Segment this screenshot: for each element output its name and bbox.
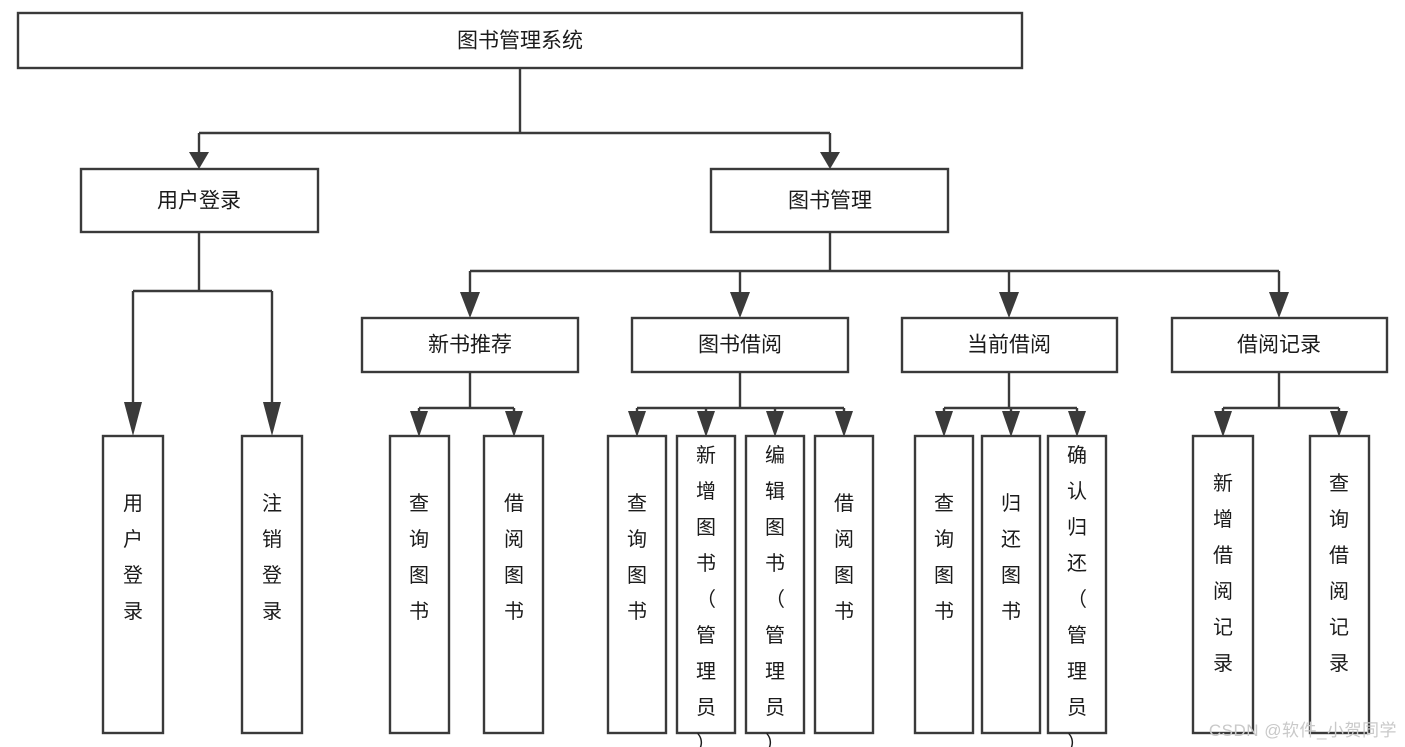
- node-leaf-return-book-label: 归还图书: [1001, 492, 1021, 623]
- node-leaf-confirm-return-admin[interactable]: 确认归还（管理员）: [1046, 434, 1108, 747]
- node-current-borrow-box[interactable]: [900, 316, 1119, 374]
- node-current-borrow[interactable]: 当前借阅: [900, 316, 1119, 374]
- arrow-head-leaf-borrow-book-1: [505, 411, 523, 437]
- edges-layer: [124, 68, 1348, 437]
- node-leaf-borrow-book-2[interactable]: 借阅图书: [813, 434, 875, 735]
- node-leaf-borrow-book-2-label: 借阅图书: [834, 492, 854, 623]
- arrow-head-current-borrow: [999, 292, 1019, 318]
- node-book-borrow[interactable]: 图书借阅: [630, 316, 850, 374]
- node-leaf-add-borrow-record-label: 新增借阅记录: [1213, 472, 1233, 675]
- node-leaf-query-borrow-record-box[interactable]: [1308, 434, 1371, 735]
- node-root-box[interactable]: [16, 11, 1024, 70]
- node-user-login[interactable]: 用户登录: [79, 167, 320, 234]
- node-root-label: 图书管理系统: [457, 30, 583, 53]
- arrow-head-leaf-query-book-1: [410, 411, 428, 437]
- node-leaf-query-book-2-box[interactable]: [606, 434, 668, 735]
- node-leaf-return-book-box[interactable]: [980, 434, 1042, 735]
- node-leaf-edit-book-admin-label: 编辑图书（管理员）: [765, 444, 785, 747]
- arrow-head-user-login: [189, 152, 209, 169]
- node-leaf-add-borrow-record-box[interactable]: [1191, 434, 1255, 735]
- arrow-head-new-book-recommend: [460, 292, 480, 318]
- arrow-head-borrow-record: [1269, 292, 1289, 318]
- arrow-head-leaf-add-borrow-record: [1214, 411, 1232, 437]
- node-root[interactable]: 图书管理系统: [16, 11, 1024, 70]
- node-borrow-record-box[interactable]: [1170, 316, 1389, 374]
- arrow-head-leaf-confirm-return-admin: [1068, 411, 1086, 437]
- node-leaf-logout-login-box[interactable]: [240, 434, 304, 735]
- arrow-head-leaf-query-book-2: [628, 411, 646, 437]
- node-leaf-query-book-1-box[interactable]: [388, 434, 451, 735]
- node-leaf-query-borrow-record-label: 查询借阅记录: [1329, 472, 1349, 675]
- arrow-head-leaf-return-book: [1002, 411, 1020, 437]
- node-leaf-query-book-3-box[interactable]: [913, 434, 975, 735]
- node-leaf-query-book-2-label: 查询图书: [627, 492, 647, 623]
- node-leaf-user-login-box[interactable]: [101, 434, 165, 735]
- node-leaf-add-borrow-record[interactable]: 新增借阅记录: [1191, 434, 1255, 735]
- node-leaf-add-book-admin[interactable]: 新增图书（管理员）: [675, 434, 737, 747]
- node-new-book-recommend-label: 新书推荐: [428, 334, 512, 357]
- node-leaf-user-login[interactable]: 用户登录: [101, 434, 165, 735]
- arrow-head-leaf-user-login: [124, 402, 142, 436]
- node-book-management[interactable]: 图书管理: [709, 167, 950, 234]
- arrow-head-leaf-add-book-admin: [697, 411, 715, 437]
- node-leaf-user-login-label: 用户登录: [123, 493, 143, 623]
- node-leaf-borrow-book-1-box[interactable]: [482, 434, 545, 735]
- node-book-borrow-label: 图书借阅: [698, 334, 782, 357]
- arrow-head-leaf-query-borrow-record: [1330, 411, 1348, 437]
- node-book-borrow-box[interactable]: [630, 316, 850, 374]
- node-leaf-query-book-1-label: 查询图书: [409, 492, 429, 623]
- node-leaf-query-borrow-record[interactable]: 查询借阅记录: [1308, 434, 1371, 735]
- arrow-head-leaf-logout-login: [263, 402, 281, 436]
- node-leaf-borrow-book-2-box[interactable]: [813, 434, 875, 735]
- node-leaf-query-book-1[interactable]: 查询图书: [388, 434, 451, 735]
- node-new-book-recommend-box[interactable]: [360, 316, 580, 374]
- node-leaf-borrow-book-1[interactable]: 借阅图书: [482, 434, 545, 735]
- node-user-login-box[interactable]: [79, 167, 320, 234]
- node-leaf-query-book-3-label: 查询图书: [934, 492, 954, 623]
- node-current-borrow-label: 当前借阅: [967, 334, 1051, 357]
- arrow-head-leaf-query-book-3: [935, 411, 953, 437]
- node-leaf-edit-book-admin-box[interactable]: [744, 434, 806, 735]
- node-leaf-logout-login[interactable]: 注销登录: [240, 434, 304, 735]
- node-leaf-add-book-admin-label: 新增图书（管理员）: [696, 444, 716, 747]
- arrow-head-book-management: [820, 152, 840, 169]
- node-book-management-label: 图书管理: [788, 190, 872, 213]
- node-leaf-borrow-book-1-label: 借阅图书: [504, 492, 524, 623]
- node-leaf-logout-login-label: 注销登录: [262, 492, 282, 623]
- node-leaf-query-book-2[interactable]: 查询图书: [606, 434, 668, 735]
- node-user-login-label: 用户登录: [157, 190, 241, 213]
- node-leaf-confirm-return-admin-box[interactable]: [1046, 434, 1108, 735]
- node-leaf-return-book[interactable]: 归还图书: [980, 434, 1042, 735]
- node-new-book-recommend[interactable]: 新书推荐: [360, 316, 580, 374]
- arrow-head-leaf-borrow-book-2: [835, 411, 853, 437]
- node-borrow-record[interactable]: 借阅记录: [1170, 316, 1389, 374]
- node-leaf-query-book-3[interactable]: 查询图书: [913, 434, 975, 735]
- node-leaf-edit-book-admin[interactable]: 编辑图书（管理员）: [744, 434, 806, 747]
- arrow-head-book-borrow: [730, 292, 750, 318]
- arrow-head-leaf-edit-book-admin: [766, 411, 784, 437]
- node-borrow-record-label: 借阅记录: [1237, 334, 1321, 357]
- node-leaf-add-book-admin-box[interactable]: [675, 434, 737, 735]
- csdn-watermark: CSDN @软件_小贺同学: [1208, 721, 1397, 740]
- node-book-management-box[interactable]: [709, 167, 950, 234]
- node-leaf-confirm-return-admin-label: 确认归还（管理员）: [1067, 444, 1087, 747]
